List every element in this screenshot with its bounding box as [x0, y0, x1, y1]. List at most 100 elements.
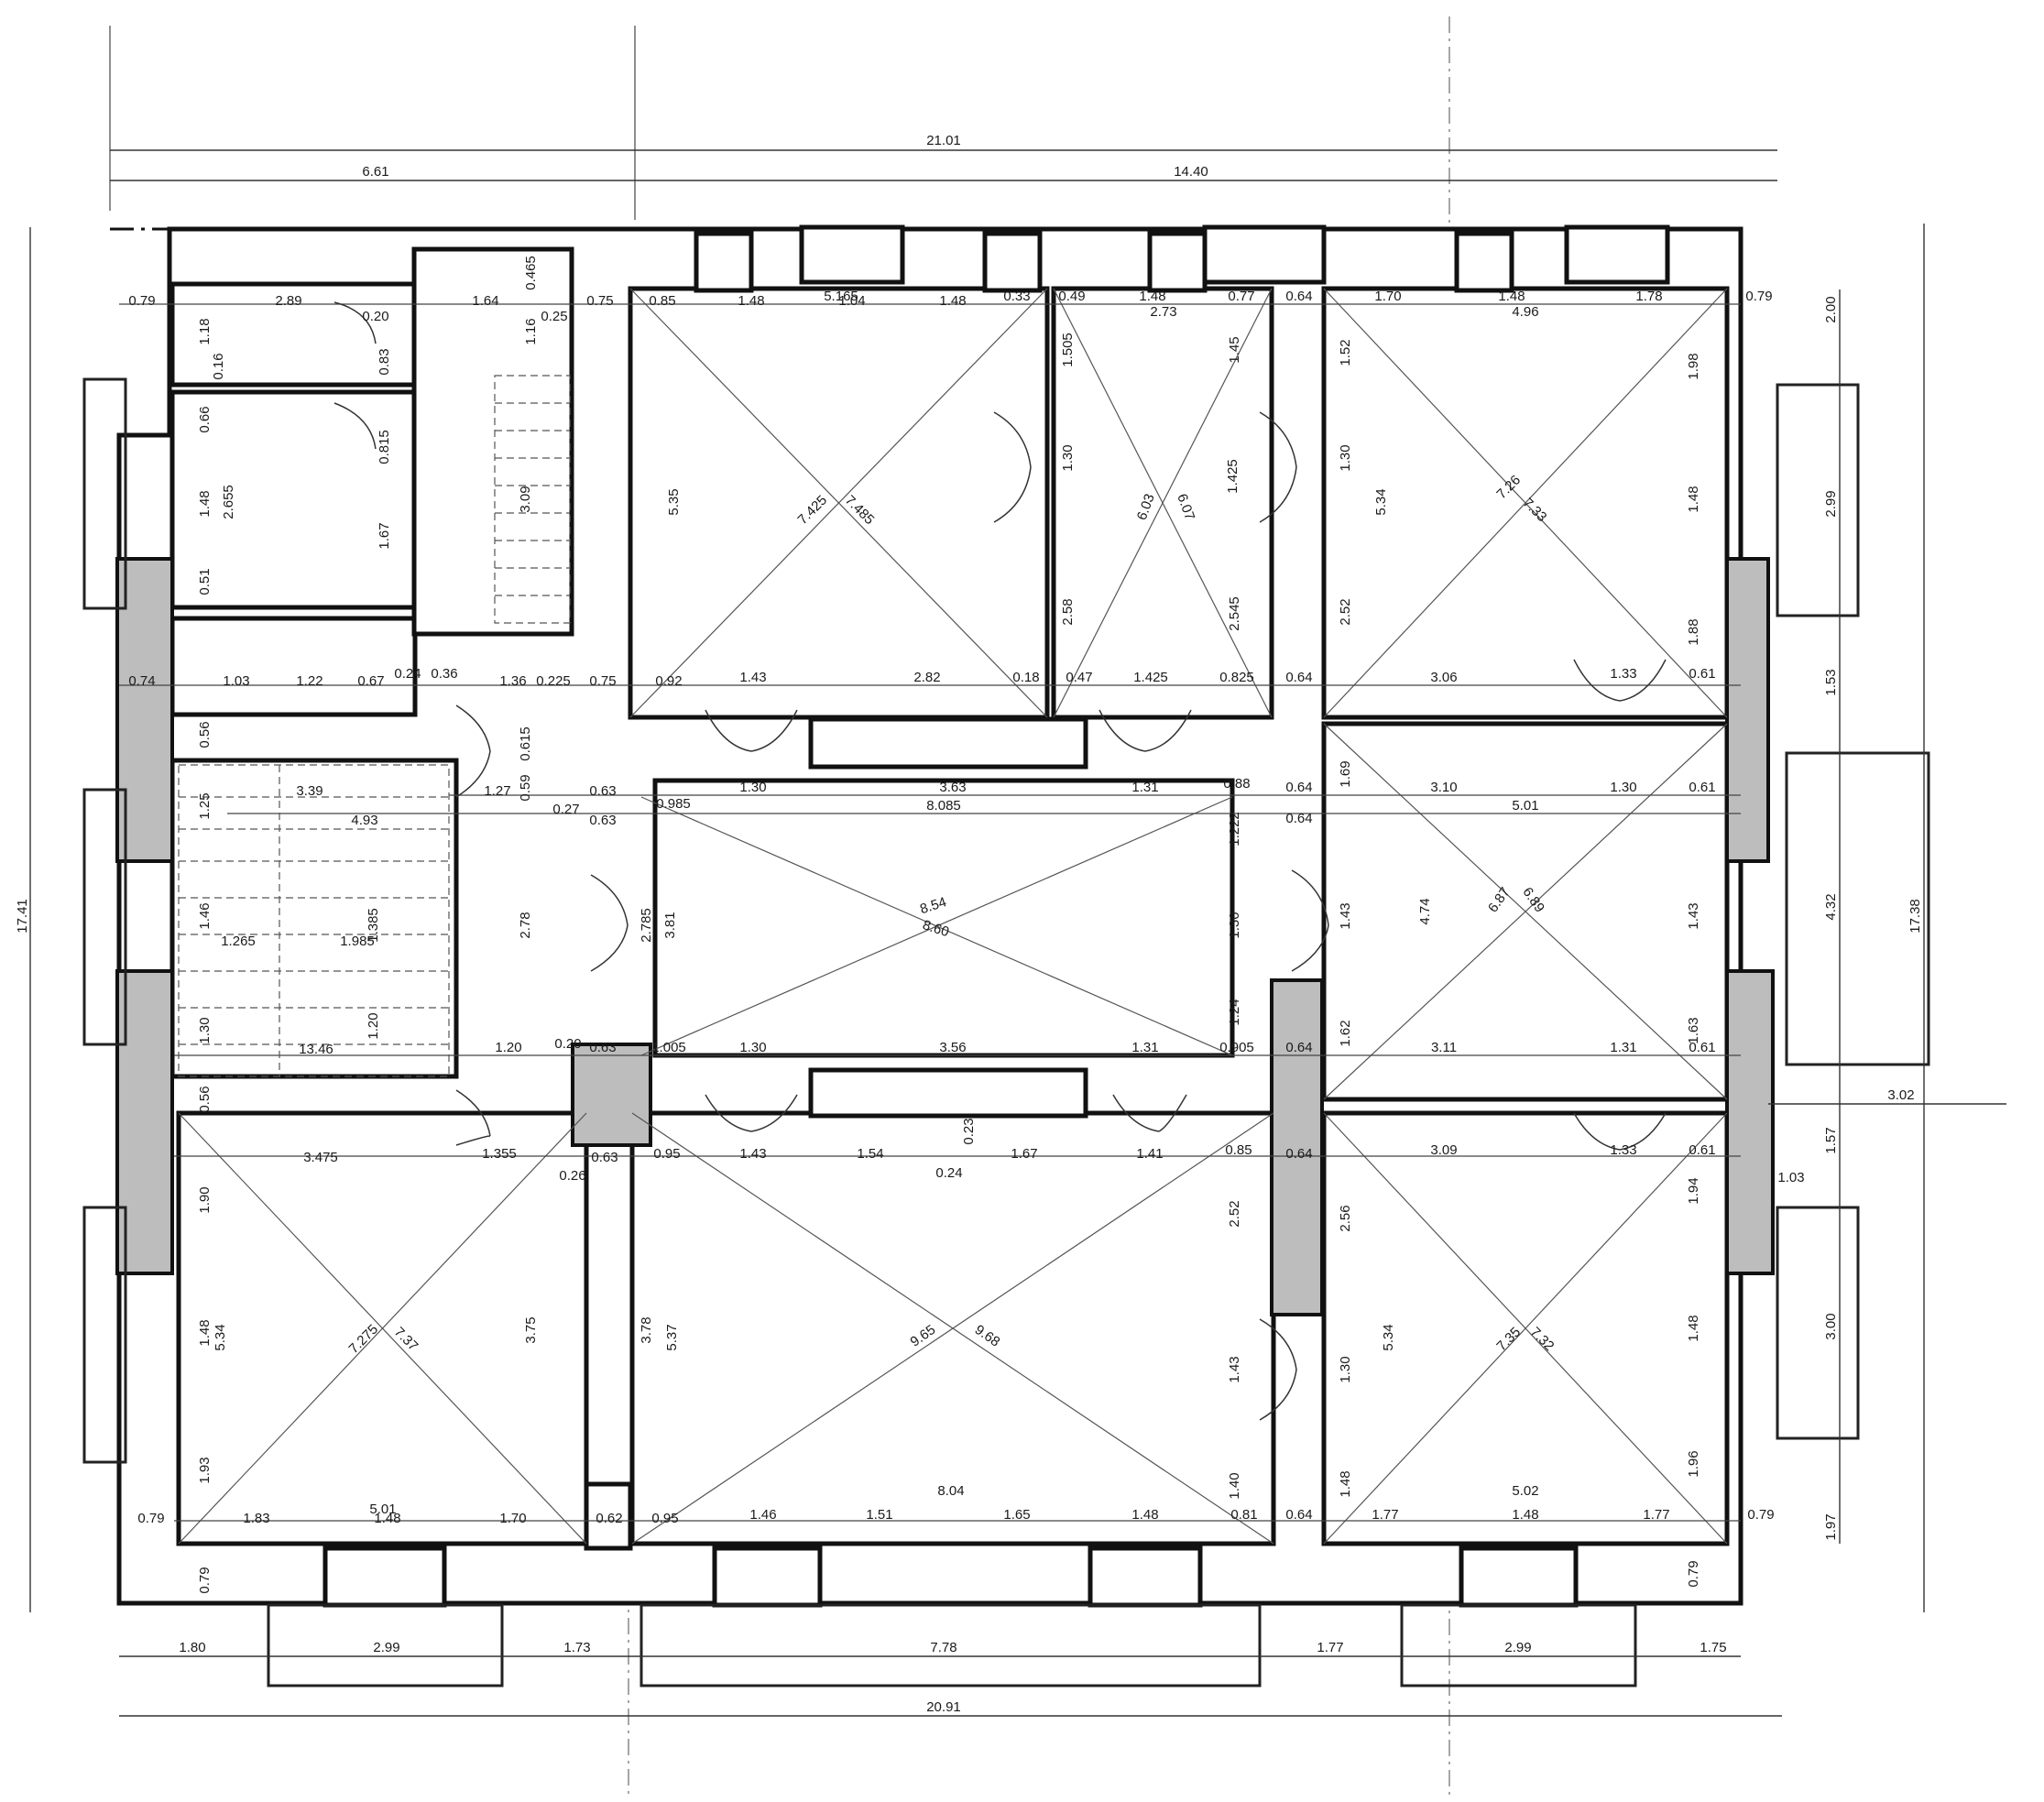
svg-text:0.64: 0.64: [1285, 1040, 1312, 1055]
svg-text:1.48: 1.48: [1498, 289, 1525, 304]
svg-text:2.82: 2.82: [913, 670, 940, 685]
svg-text:1.43: 1.43: [1686, 902, 1701, 929]
svg-text:1.30: 1.30: [1060, 444, 1076, 471]
svg-text:0.64: 0.64: [1285, 1507, 1312, 1523]
balconies: [82, 377, 1930, 1687]
svg-text:0.24: 0.24: [394, 666, 421, 682]
svg-text:0.83: 0.83: [377, 348, 392, 375]
dim-right-5: 1.57: [1823, 1127, 1839, 1153]
svg-text:1.16: 1.16: [523, 318, 539, 344]
row-2-labels: 3.39 1.27 0.63 1.30 3.63 1.31 0.88 0.64 …: [296, 776, 1715, 799]
svg-text:3.75: 3.75: [523, 1316, 539, 1343]
svg-text:3.78: 3.78: [639, 1316, 654, 1343]
dim-bottom-2: 2.99: [373, 1640, 399, 1655]
svg-text:1.46: 1.46: [749, 1507, 776, 1523]
svg-text:1.03: 1.03: [223, 673, 249, 689]
svg-text:0.79: 0.79: [197, 1567, 213, 1593]
svg-text:1.04: 1.04: [838, 293, 865, 309]
room-diagonals: [178, 288, 1728, 1545]
svg-text:1.22: 1.22: [296, 673, 322, 689]
svg-text:1.93: 1.93: [197, 1457, 213, 1483]
svg-text:0.85: 0.85: [649, 293, 675, 309]
svg-text:1.88: 1.88: [1686, 618, 1701, 645]
svg-text:1.41: 1.41: [1136, 1146, 1163, 1162]
svg-text:0.16: 0.16: [211, 353, 226, 379]
room6-width: 5.01: [369, 1502, 396, 1517]
svg-text:0.20: 0.20: [362, 309, 388, 324]
svg-text:0.63: 0.63: [591, 1150, 618, 1165]
svg-text:2.58: 2.58: [1060, 598, 1076, 625]
wall-bath: [169, 616, 418, 717]
svg-text:1.48: 1.48: [1686, 1315, 1701, 1341]
svg-text:0.67: 0.67: [357, 673, 384, 689]
svg-text:0.24: 0.24: [935, 1165, 962, 1181]
staircases: [178, 375, 571, 1077]
svg-text:0.985: 0.985: [656, 796, 691, 812]
svg-text:1.48: 1.48: [197, 1319, 213, 1346]
svg-text:1.64: 1.64: [472, 293, 498, 309]
svg-text:2.89: 2.89: [275, 293, 301, 309]
dim-right-4: 4.32: [1823, 893, 1839, 920]
svg-text:1.005: 1.005: [651, 1040, 686, 1055]
svg-text:1.48: 1.48: [197, 490, 213, 517]
svg-text:3.39: 3.39: [296, 783, 322, 799]
svg-text:0.225: 0.225: [536, 673, 571, 689]
svg-text:1.20: 1.20: [366, 1012, 381, 1039]
dim-right-offset: 3.02: [1887, 1087, 1914, 1103]
svg-text:1.90: 1.90: [197, 1186, 213, 1213]
hall-width: 8.085: [926, 798, 961, 814]
room3-width: 4.96: [1512, 304, 1538, 320]
doors: [333, 301, 1667, 1421]
svg-text:1.48: 1.48: [374, 1511, 400, 1526]
svg-text:1.30: 1.30: [1338, 444, 1353, 471]
svg-text:3.11: 3.11: [1431, 1040, 1457, 1055]
svg-text:1.985: 1.985: [340, 934, 375, 949]
svg-text:2.545: 2.545: [1227, 596, 1242, 631]
svg-text:2.52: 2.52: [1227, 1200, 1242, 1227]
room-central-hall: [652, 778, 1235, 1058]
svg-text:0.79: 0.79: [1745, 289, 1772, 304]
svg-text:0.33: 0.33: [1003, 289, 1030, 304]
svg-text:3.10: 3.10: [1430, 780, 1457, 795]
svg-text:0.49: 0.49: [1058, 289, 1085, 304]
svg-text:0.79: 0.79: [1686, 1560, 1701, 1587]
svg-text:0.815: 0.815: [377, 430, 392, 464]
svg-text:0.62: 0.62: [596, 1511, 622, 1526]
svg-text:0.56: 0.56: [197, 1086, 213, 1112]
svg-text:1.51: 1.51: [866, 1507, 892, 1523]
svg-text:0.64: 0.64: [1285, 670, 1312, 685]
svg-text:0.63: 0.63: [589, 783, 616, 799]
svg-text:3.09: 3.09: [1430, 1142, 1457, 1158]
svg-text:1.48: 1.48: [1686, 486, 1701, 512]
svg-text:1.222: 1.222: [1227, 812, 1242, 846]
vertical-left-labels: 1.18 0.16 0.66 1.48 0.51 0.56 1.25 1.46 …: [197, 318, 226, 1593]
dim-bottom-3: 1.73: [563, 1640, 590, 1655]
bottom-dimensions: 1.80 2.99 1.73 7.78 1.77 2.99 1.75 20.91: [119, 1640, 1782, 1717]
svg-text:1.43: 1.43: [739, 1146, 766, 1162]
dim-right-6: 1.03: [1777, 1170, 1804, 1185]
svg-text:0.95: 0.95: [653, 1146, 680, 1162]
svg-text:0.64: 0.64: [1285, 289, 1312, 304]
svg-text:0.615: 0.615: [518, 726, 533, 761]
svg-text:1.70: 1.70: [499, 1511, 526, 1526]
row-6-labels: 0.79 1.83 1.48 1.70 0.62 0.95 1.46 1.51 …: [137, 1507, 1774, 1526]
row-5-labels: 3.475 1.355 0.63 0.95 1.43 1.54 1.67 1.4…: [303, 1142, 1715, 1184]
svg-text:1.52: 1.52: [1338, 339, 1353, 366]
pier-east-upper: [1725, 557, 1770, 863]
dim-left-total: 17.41: [15, 899, 30, 934]
svg-text:0.26: 0.26: [559, 1168, 585, 1184]
room1-height: 5.35: [666, 488, 682, 515]
svg-text:0.61: 0.61: [1689, 780, 1715, 795]
svg-text:0.85: 0.85: [1225, 1142, 1252, 1158]
dim-bottom-4: 7.78: [930, 1640, 956, 1655]
svg-text:0.79: 0.79: [128, 293, 155, 309]
svg-text:1.31: 1.31: [1131, 1040, 1158, 1055]
svg-text:1.31: 1.31: [1131, 780, 1158, 795]
dim-top-left: 6.61: [362, 164, 388, 180]
svg-text:1.46: 1.46: [197, 902, 213, 929]
svg-text:1.33: 1.33: [1610, 666, 1636, 682]
svg-text:0.64: 0.64: [1285, 811, 1312, 826]
row-1-labels: 0.74 1.03 1.22 0.67 0.24 0.36 1.36 0.225…: [128, 666, 1715, 689]
svg-text:1.62: 1.62: [1338, 1020, 1353, 1046]
room1-width: 5.165: [824, 289, 858, 304]
